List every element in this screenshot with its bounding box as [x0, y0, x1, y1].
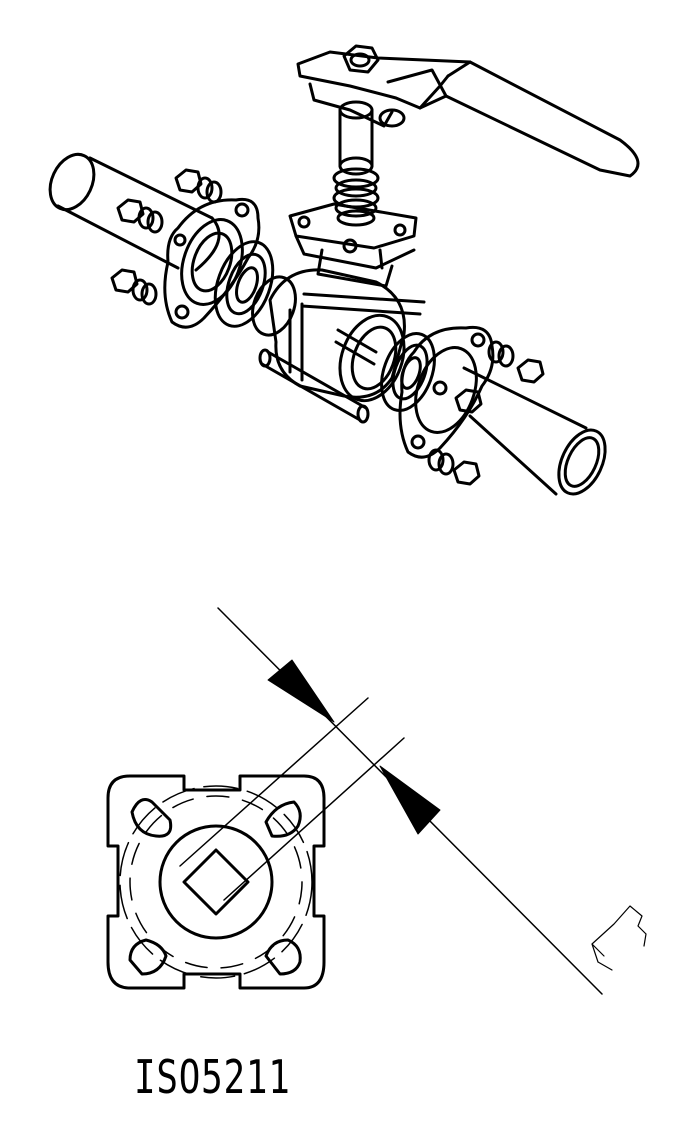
mounting-pad: [290, 204, 416, 286]
handle-lever: [298, 46, 638, 176]
right-seat: [372, 326, 444, 418]
square-drive: [184, 850, 248, 914]
left-bolt-set: [112, 170, 221, 304]
flange-outline: [108, 776, 324, 988]
iso5211-flange-detail: [108, 608, 646, 994]
bolt-circle: [120, 786, 312, 978]
right-flange: [400, 327, 493, 457]
dimension-arrows: [268, 660, 440, 834]
right-bolt-set: [429, 342, 543, 484]
break-mark: [592, 906, 646, 970]
left-flange: [165, 199, 259, 327]
standard-label: ISO5211: [134, 1050, 291, 1104]
right-pipe: [464, 368, 614, 501]
left-seat: [205, 234, 284, 334]
left-pipe: [42, 147, 220, 270]
body-bolts: [260, 294, 424, 422]
exploded-ball-valve-assembly: [42, 46, 638, 501]
bolt-slots: [130, 800, 300, 974]
centre-boss: [160, 826, 272, 938]
stem: [334, 102, 378, 225]
